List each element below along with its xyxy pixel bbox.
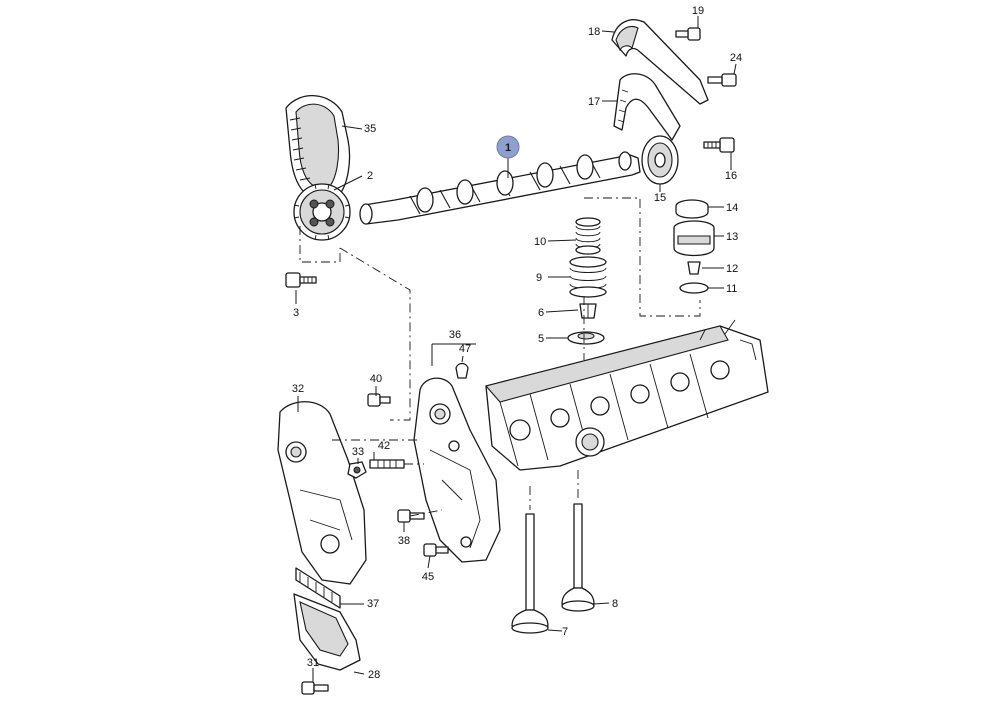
- bolt-19[interactable]: [675, 27, 701, 41]
- bolt-40[interactable]: [367, 393, 391, 407]
- stud-42[interactable]: [369, 459, 405, 469]
- spring-seat-5[interactable]: [567, 331, 605, 345]
- hydraulic-tappet-13[interactable]: [673, 220, 715, 257]
- intake-valve-8[interactable]: [561, 503, 595, 612]
- callout-label-16[interactable]: 16: [725, 170, 737, 182]
- callout-label-6[interactable]: 6: [538, 307, 544, 319]
- camshaft-sprocket-2[interactable]: [293, 183, 351, 241]
- callout-label-2[interactable]: 2: [367, 170, 373, 182]
- callout-label-40[interactable]: 40: [370, 373, 382, 385]
- callout-label-36[interactable]: 36: [449, 329, 461, 341]
- callout-label-15[interactable]: 15: [654, 192, 666, 204]
- valve-cotter-6[interactable]: [579, 303, 597, 319]
- callout-label-14[interactable]: 14: [726, 202, 738, 214]
- callout-label-1: 1: [505, 142, 511, 154]
- callout-label-11[interactable]: 11: [726, 283, 737, 295]
- callout-label-31[interactable]: 31: [307, 657, 319, 669]
- callout-label-17[interactable]: 17: [588, 96, 600, 108]
- callout-label-47[interactable]: 47: [459, 343, 471, 355]
- timing-belt-35[interactable]: [285, 95, 351, 201]
- callout-label-18[interactable]: 18: [588, 26, 600, 38]
- belt-cover-18[interactable]: [611, 19, 709, 105]
- callout-1-highlight[interactable]: 1: [496, 135, 520, 159]
- assembly-lines: [299, 197, 701, 517]
- callout-label-24[interactable]: 24: [730, 52, 742, 64]
- callout-label-13[interactable]: 13: [726, 231, 738, 243]
- callout-label-28[interactable]: 28: [368, 669, 380, 681]
- callout-label-33[interactable]: 33: [352, 446, 364, 458]
- callout-label-3[interactable]: 3: [293, 307, 299, 319]
- sprocket-15[interactable]: [641, 135, 679, 185]
- callout-label-5[interactable]: 5: [538, 333, 544, 345]
- callout-label-45[interactable]: 45: [422, 571, 434, 583]
- cylinder-head[interactable]: [484, 319, 769, 471]
- callout-labels: 2 3 5 6 7 8 9 10 11 12 13 14 15 16 17 18…: [292, 5, 742, 681]
- callout-label-32[interactable]: 32: [292, 383, 304, 395]
- callout-label-42[interactable]: 42: [378, 440, 390, 452]
- callout-label-19[interactable]: 19: [692, 5, 704, 17]
- callout-label-37[interactable]: 37: [367, 598, 379, 610]
- cover-strip-37[interactable]: [295, 567, 341, 609]
- bolt-38[interactable]: [397, 509, 425, 523]
- valve-spring-9[interactable]: [569, 256, 607, 298]
- leader-lines: [295, 16, 737, 682]
- bolt-16[interactable]: [703, 137, 735, 153]
- toothed-belt-guard-rear-36[interactable]: [413, 377, 501, 563]
- camshaft-1[interactable]: [359, 151, 641, 225]
- lower-cover-28[interactable]: [293, 593, 361, 671]
- callout-label-12[interactable]: 12: [726, 263, 738, 275]
- callout-label-8[interactable]: 8: [612, 598, 618, 610]
- bolt-31[interactable]: [301, 681, 329, 695]
- spring-seat-11[interactable]: [679, 282, 709, 294]
- exhaust-valve-7[interactable]: [511, 513, 549, 634]
- valve-cotter-12[interactable]: [687, 261, 701, 275]
- callout-label-38[interactable]: 38: [398, 535, 410, 547]
- callout-label-9[interactable]: 9: [536, 272, 542, 284]
- callout-label-35[interactable]: 35: [364, 123, 376, 135]
- bolt-24[interactable]: [707, 73, 737, 87]
- callout-label-10[interactable]: 10: [534, 236, 546, 248]
- bolt-3[interactable]: [285, 272, 317, 288]
- callout-label-7[interactable]: 7: [562, 626, 568, 638]
- bolt-45[interactable]: [423, 543, 449, 557]
- nut-33[interactable]: [347, 461, 367, 479]
- toothed-belt-guard-front-32[interactable]: [277, 401, 367, 585]
- timing-belt-17[interactable]: [613, 73, 681, 141]
- shim-14[interactable]: [675, 199, 709, 219]
- valve-spring-10[interactable]: [575, 217, 601, 255]
- clip-47[interactable]: [455, 362, 469, 379]
